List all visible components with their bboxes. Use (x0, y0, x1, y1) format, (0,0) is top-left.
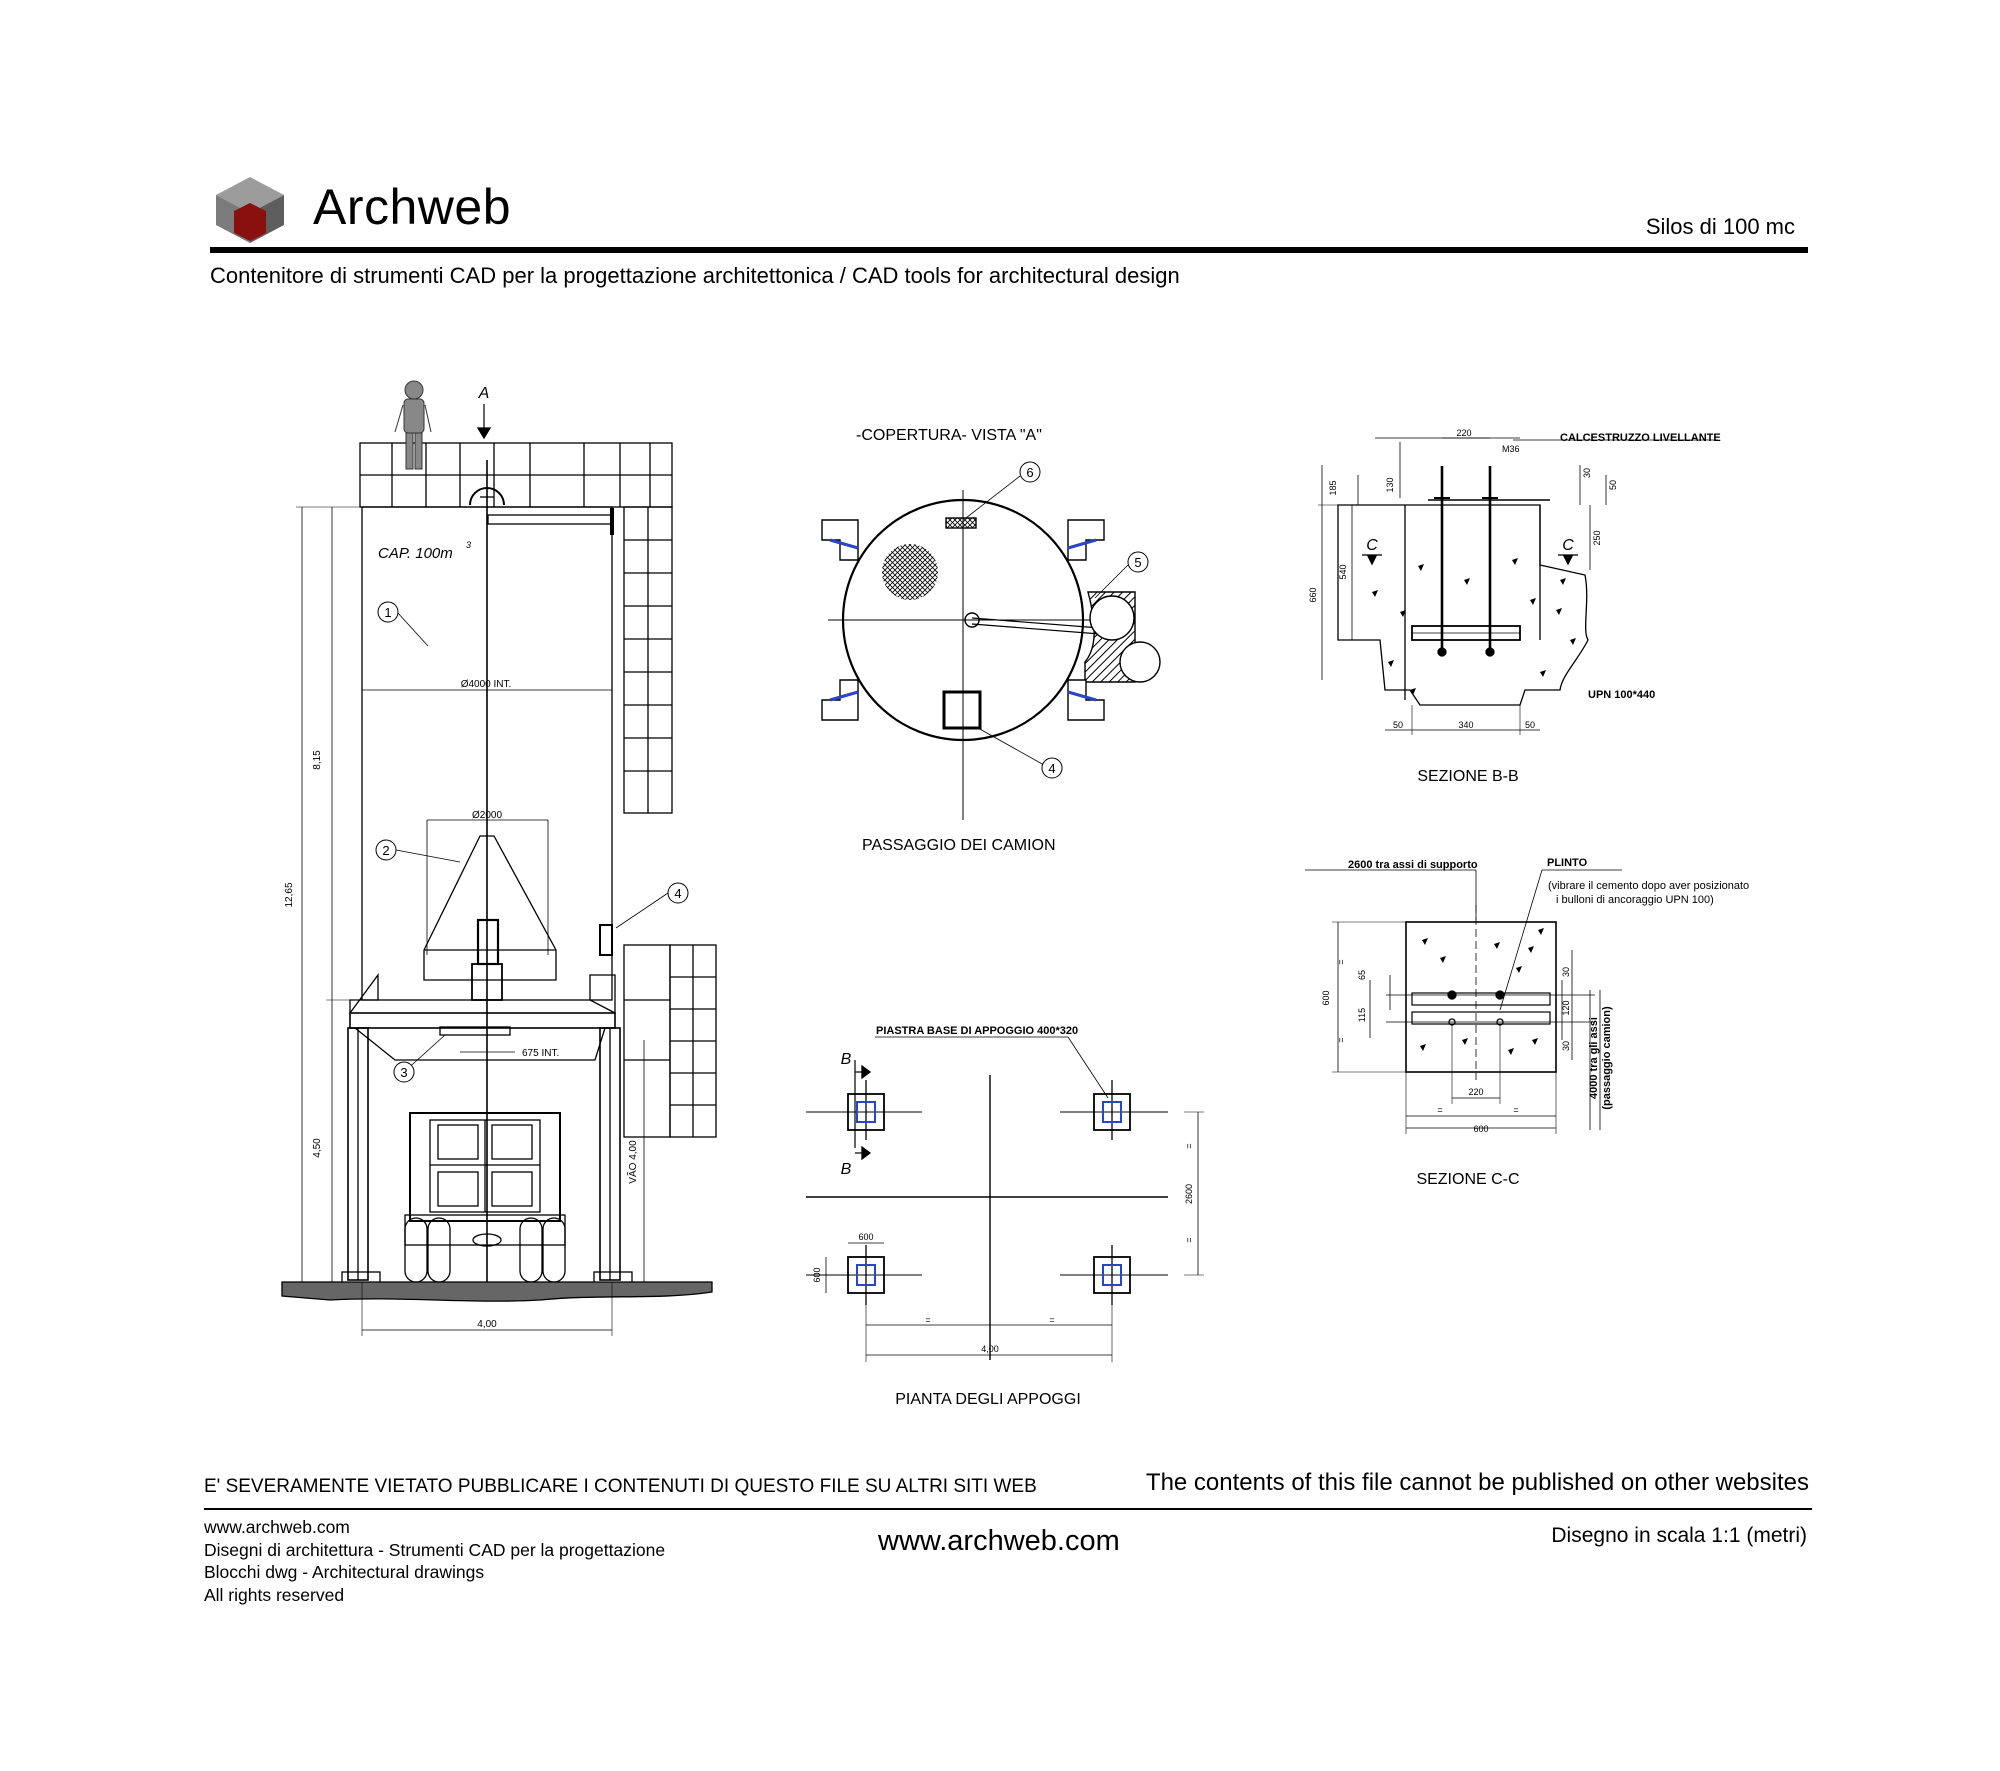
header-rule (210, 247, 1808, 253)
archweb-logo-icon (216, 177, 284, 243)
cc-axes-note: 2600 tra assi di supporto (1348, 859, 1478, 871)
footer-line-rights: All rights reserved (204, 1584, 345, 1605)
roof-callout-5: 5 (1134, 555, 1141, 570)
roof-view-title: -COPERTURA- VISTA "A" (856, 427, 1042, 444)
roof-callout-4: 4 (1048, 761, 1055, 776)
callout-2: 2 (382, 843, 389, 858)
drawing-title: Silos di 100 mc (1645, 214, 1795, 239)
bb-dim-30: 30 (1582, 468, 1592, 478)
section-bb-caption: SEZIONE B-B (1417, 768, 1518, 785)
section-cc-caption: SEZIONE C-C (1416, 1171, 1519, 1188)
bb-dim-130: 130 (1385, 477, 1395, 492)
cone-diameter-label: Ø2000 (472, 810, 502, 821)
dim-upper-label: 8,15 (312, 750, 323, 770)
cc-plinth-note-1: (vibrare il cemento dopo aver posizionat… (1548, 880, 1749, 892)
cc-plinth-label: PLINTO (1547, 857, 1588, 869)
bb-dim-50-right: 50 (1525, 720, 1535, 730)
bb-dim-660: 660 (1308, 587, 1318, 602)
worker-figure-icon (394, 380, 432, 470)
cc-dim-600: 600 (1473, 1124, 1488, 1134)
bb-dim-50-top: 50 (1608, 480, 1618, 490)
footer-line-site[interactable]: www.archweb.com (204, 1517, 350, 1537)
cc-dim-220: 220 (1468, 1087, 1483, 1097)
callout-3: 3 (400, 1065, 407, 1080)
section-bb (1318, 437, 1718, 735)
bb-dim-185: 185 (1328, 480, 1338, 495)
footer-url-link[interactable]: www.archweb.com (878, 1525, 1120, 1557)
supports-dim-eq-2: = (1184, 1237, 1194, 1242)
bb-dim-220: 220 (1456, 428, 1471, 438)
footer-rule (204, 1508, 1812, 1510)
cc-dim-65: 65 (1357, 970, 1367, 980)
bb-dim-540: 540 (1338, 564, 1348, 579)
supports-dim-eq-3: = (925, 1315, 930, 1325)
bb-dim-50-left: 50 (1393, 720, 1403, 730)
cc-dim-115: 115 (1357, 1008, 1367, 1022)
supports-cut-mark-top: B (841, 1051, 852, 1068)
capacity-exponent: 3 (466, 540, 471, 550)
concrete-aggregate-bb (1372, 558, 1576, 695)
supports-plan-caption: PIANTA DEGLI APPOGGI (895, 1391, 1081, 1408)
cc-dim-120: 120 (1561, 1000, 1571, 1015)
supports-cut-mark-bottom: B (841, 1161, 852, 1178)
roof-callout-6: 6 (1026, 465, 1033, 480)
bb-dim-250: 250 (1592, 530, 1602, 545)
dim-lower-label: 4,50 (312, 1138, 323, 1158)
capacity-label: CAP. 100m (378, 545, 453, 562)
cc-plinth-note-2: i bulloni di ancoraggio UPN 100) (1556, 894, 1714, 906)
silo-elevation (281, 404, 717, 1336)
tank-diameter-label: Ø4000 INT. (461, 679, 512, 690)
dim-total-label: 12,65 (284, 882, 295, 907)
section-cc (1305, 869, 1622, 1134)
cc-dim-eq-left: = (1437, 1105, 1442, 1115)
cc-dim-30-top: 30 (1561, 967, 1571, 977)
roof-view (821, 475, 1161, 820)
cc-dim-600-vert: 600 (1321, 990, 1331, 1005)
supports-plate-note: PIASTRA BASE DI APPOGGIO 400*320 (876, 1025, 1078, 1037)
concrete-aggregate-cc (1420, 928, 1544, 1055)
bb-bolt-label: M36 (1502, 444, 1520, 454)
bb-profile-label: UPN 100*440 (1588, 689, 1655, 701)
dim-clear-label: VÃO 4,00 (626, 1140, 639, 1184)
supports-dim-600-vert: 600 (812, 1267, 822, 1282)
supports-dim-2600: 2600 (1184, 1184, 1194, 1204)
cc-axes-vertical-1: 4000 tra gli assi (1588, 1017, 1600, 1099)
warning-english: The contents of this file cannot be publ… (1145, 1469, 1809, 1496)
supports-dim-eq-1: = (1184, 1143, 1194, 1148)
header-tagline: Contenitore di strumenti CAD per la prog… (210, 263, 1180, 288)
cc-dim-eq-top: = (1336, 959, 1346, 964)
footer-credits: www.archweb.com Disegni di architettura … (204, 1516, 665, 1606)
cc-dim-eq-right: = (1513, 1105, 1518, 1115)
outlet-diameter-label: 675 INT. (522, 1048, 559, 1059)
footer-scale-note: Disegno in scala 1:1 (metri) (1551, 1524, 1807, 1547)
callout-1: 1 (384, 605, 391, 620)
bb-cut-mark-right: C (1562, 537, 1574, 554)
cc-dim-eq-bottom: = (1336, 1037, 1346, 1042)
supports-dim-600-horiz: 600 (858, 1232, 873, 1242)
cc-axes-vertical-2: (passaggio camion) (1601, 1006, 1613, 1110)
brand-name: Archweb (313, 179, 512, 235)
section-mark-a: A (478, 385, 490, 402)
cc-dim-30-bottom: 30 (1561, 1041, 1571, 1051)
bb-cut-mark-left: C (1366, 537, 1378, 554)
roof-view-caption: PASSAGGIO DEI CAMION (862, 837, 1056, 854)
supports-dim-eq-4: = (1049, 1315, 1054, 1325)
bb-dim-340: 340 (1458, 720, 1473, 730)
dim-width-label: 4,00 (477, 1319, 497, 1330)
footer-line-blocks: Blocchi dwg - Architectural drawings (204, 1562, 485, 1582)
callout-4: 4 (674, 886, 681, 901)
supports-dim-width: 4,00 (981, 1344, 999, 1354)
warning-italian: E' SEVERAMENTE VIETATO PUBBLICARE I CONT… (204, 1476, 1037, 1497)
footer-line-desc: Disegni di architettura - Strumenti CAD … (204, 1539, 666, 1560)
supports-plan (806, 1036, 1204, 1362)
bb-leveling-note: CALCESTRUZZO LIVELLANTE (1560, 432, 1721, 444)
